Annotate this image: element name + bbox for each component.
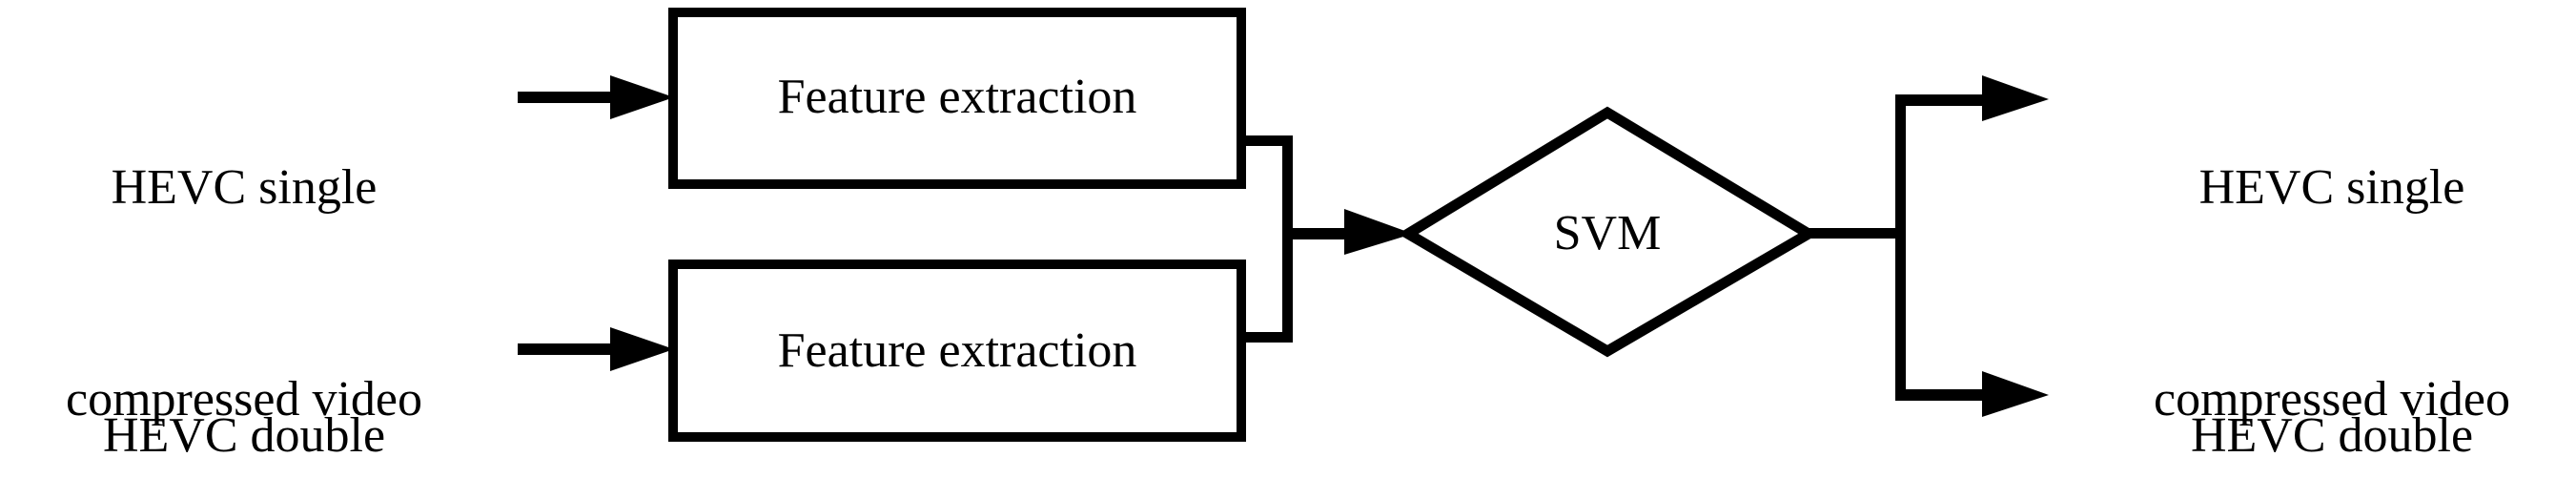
arrow-head [610, 327, 674, 371]
split-stub [1806, 228, 1905, 239]
arrow-input-double-to-fe-bottom [518, 327, 674, 371]
input-label-double-line1: HEVC double [102, 408, 386, 463]
input-label-single: HEVC single compressed video [0, 11, 488, 478]
split-vertical [1895, 94, 1906, 400]
output-label-double-line1: HEVC double [2190, 408, 2474, 463]
arrow-shaft [518, 343, 613, 355]
feature-extraction-bottom-label: Feature extraction [777, 323, 1137, 378]
input-label-double: HEVC double compressed video [0, 260, 488, 478]
output-label-double: HEVC double compressed video [2088, 260, 2576, 478]
arrow-svm-to-output-single [1895, 75, 2049, 121]
arrow-head [1982, 371, 2049, 417]
merge-stub-top [1239, 135, 1293, 146]
feature-extraction-bottom-box [668, 260, 1246, 442]
feature-extraction-top-label: Feature extraction [777, 70, 1137, 124]
merge-stub-bottom [1239, 332, 1293, 343]
arrow-shaft [1289, 228, 1348, 239]
arrow-head [610, 75, 674, 119]
output-label-single: HEVC single compressed video [2088, 11, 2576, 478]
input-label-single-line1: HEVC single [111, 160, 378, 215]
arrow-svm-to-output-double [1895, 371, 2049, 417]
arrow-shaft [1895, 94, 1986, 106]
arrow-shaft [1895, 389, 1986, 401]
merge-vertical [1282, 135, 1293, 343]
arrow-shaft [518, 92, 613, 103]
input-label-single-line2: compressed video [65, 372, 422, 426]
arrow-merge-to-svm [1289, 209, 1413, 255]
svm-decision-label: SVM [1553, 206, 1662, 260]
feature-extraction-top-box [668, 8, 1246, 189]
arrow-head [1982, 75, 2049, 121]
arrow-input-single-to-fe-top [518, 75, 674, 119]
arrow-head [1344, 209, 1413, 255]
output-label-single-line2: compressed video [2153, 372, 2510, 426]
merge-bracket [1239, 135, 1293, 343]
output-label-single-line1: HEVC single [2198, 160, 2465, 215]
split-bracket [1806, 94, 1906, 400]
